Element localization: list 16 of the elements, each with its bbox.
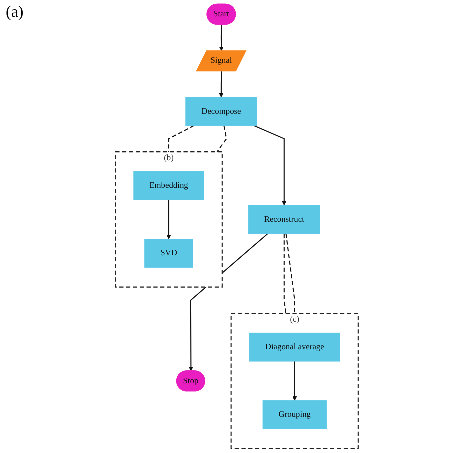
panel-label: (a) bbox=[6, 4, 24, 21]
arrow bbox=[254, 125, 287, 206]
node-box: Decompose bbox=[186, 97, 258, 126]
node-box: Embedding bbox=[134, 171, 204, 200]
connector bbox=[286, 234, 296, 314]
connector bbox=[216, 126, 228, 152]
node-box: Grouping bbox=[262, 400, 327, 430]
arrow bbox=[219, 72, 224, 98]
arrow bbox=[219, 24, 224, 52]
node-box: SVD bbox=[144, 239, 194, 268]
arrow bbox=[188, 233, 268, 372]
node-box: Reconstruct bbox=[248, 205, 320, 234]
connector bbox=[284, 234, 287, 314]
arrow bbox=[166, 200, 172, 240]
arrow bbox=[292, 362, 298, 402]
node-box: Diagonal average bbox=[249, 332, 340, 362]
